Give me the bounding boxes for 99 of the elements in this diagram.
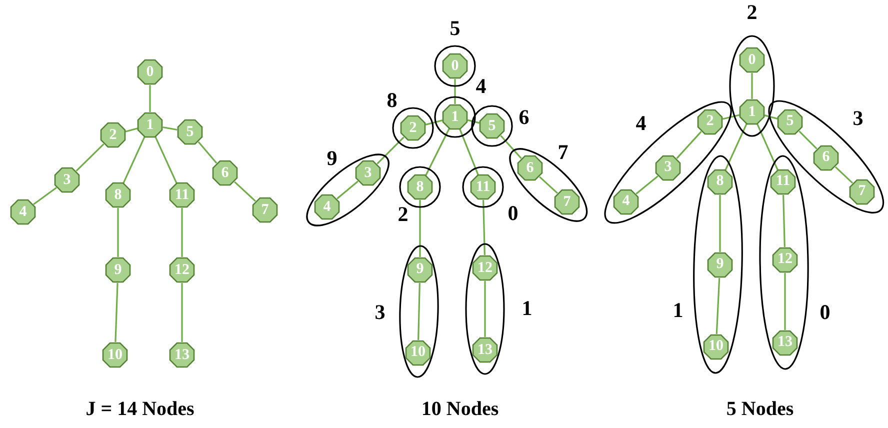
skeleton-bone [756,124,778,170]
group-number: 2 [396,203,410,225]
skeleton-bone [798,130,818,150]
joint-node: 1 [739,99,765,125]
joint-node: 11 [770,168,796,195]
skeleton-bone [500,135,522,159]
joint-node: 6 [212,160,238,186]
skeleton-bone [782,194,786,248]
skeleton-bone [482,200,486,256]
skeleton-bone [467,119,480,124]
skeleton-bone [636,176,658,194]
joint-node: 0 [442,53,468,79]
group-number: 0 [506,202,520,224]
joint-node: 4 [612,188,639,215]
skeleton-bone [419,200,421,257]
joint-node: 9 [707,252,733,278]
skeleton-bone [162,126,178,131]
joint-node: 3 [354,160,381,186]
joint-node: 8 [707,168,733,195]
joint-node: 1 [442,104,468,130]
skeleton-bone [418,282,420,340]
skeleton-bone [834,166,854,184]
joint-node: 4 [10,199,36,225]
joint-node: 5 [776,108,803,135]
group-number: 4 [634,112,648,134]
joint-node: 4 [314,194,340,220]
joint-node: 2 [696,108,723,135]
skeleton-bone [454,79,456,104]
panel-caption: J = 14 Nodes [84,398,196,421]
joint-node: 0 [739,47,765,73]
group-number: 3 [374,300,386,323]
group-number: 1 [672,298,684,321]
skeleton-bone [114,282,118,342]
joint-node: 6 [812,144,839,171]
joint-node: 0 [137,59,163,85]
group-number: 6 [518,106,530,128]
skeleton-bone [719,195,721,252]
skeleton-bone [117,208,119,257]
skeleton-bone [234,181,256,202]
joint-node: 3 [654,154,681,181]
skeleton-bone [376,136,404,164]
group-number: 5 [448,17,462,39]
skeleton-bone [149,85,151,112]
joint-node: 2 [100,122,126,148]
skeleton-bone [425,120,443,126]
skeleton-bone [125,128,138,132]
skeleton-bone [76,144,104,172]
joint-node: 5 [177,119,203,145]
joint-node: 2 [400,115,426,141]
skeleton-bone [751,73,753,99]
joint-node: 7 [554,189,580,215]
group-number: 4 [474,75,488,97]
joint-node: 12 [169,257,195,283]
group-number: 8 [386,89,398,111]
joint-node: 7 [252,197,278,223]
group-number: 2 [746,1,758,23]
joint-node: 13 [169,342,195,368]
joint-node: 13 [472,337,498,363]
joint-node: 13 [772,330,798,356]
skeleton-bone [539,176,558,194]
group-number: 9 [326,147,338,169]
skeleton-bone [181,283,183,342]
panel-caption: 10 Nodes [420,398,500,421]
panel-caption: 5 Nodes [725,398,795,421]
skeleton-bone [33,187,57,205]
joint-node: 9 [407,256,433,283]
joint-node: 8 [105,182,131,208]
group-number: 1 [520,297,534,319]
joint-node: 10 [102,342,128,368]
skeleton-bone [336,180,358,200]
group-number: 0 [818,300,832,323]
joint-node: 10 [405,340,431,366]
skeleton-bone [784,273,786,330]
group-number: 3 [852,106,864,129]
joint-node: 12 [772,246,798,273]
joint-node: 1 [137,112,163,138]
joint-node: 5 [479,113,505,139]
joint-node: 10 [703,334,729,360]
skeleton-bone [676,131,702,159]
joint-node: 11 [470,174,496,200]
joint-node: 8 [407,174,433,200]
skeleton-bone [764,114,778,120]
group-number: 7 [556,141,570,163]
skeleton-bone [198,141,218,164]
joint-node: 6 [516,155,543,181]
joint-node: 7 [848,178,875,205]
skeleton-bone [122,136,146,184]
skeleton-bone [724,124,748,170]
joint-node: 11 [169,182,195,208]
skeleton-bone [425,128,450,176]
skeleton-bone [459,128,479,176]
skeleton-bone [154,136,178,184]
joint-node: 3 [54,167,80,193]
skeleton-bone [716,278,720,334]
skeleton-bone [722,114,740,120]
joint-node: 9 [105,257,131,283]
joint-node: 12 [472,255,498,281]
skeleton-bone [181,208,183,257]
skeleton-bone [484,281,486,337]
